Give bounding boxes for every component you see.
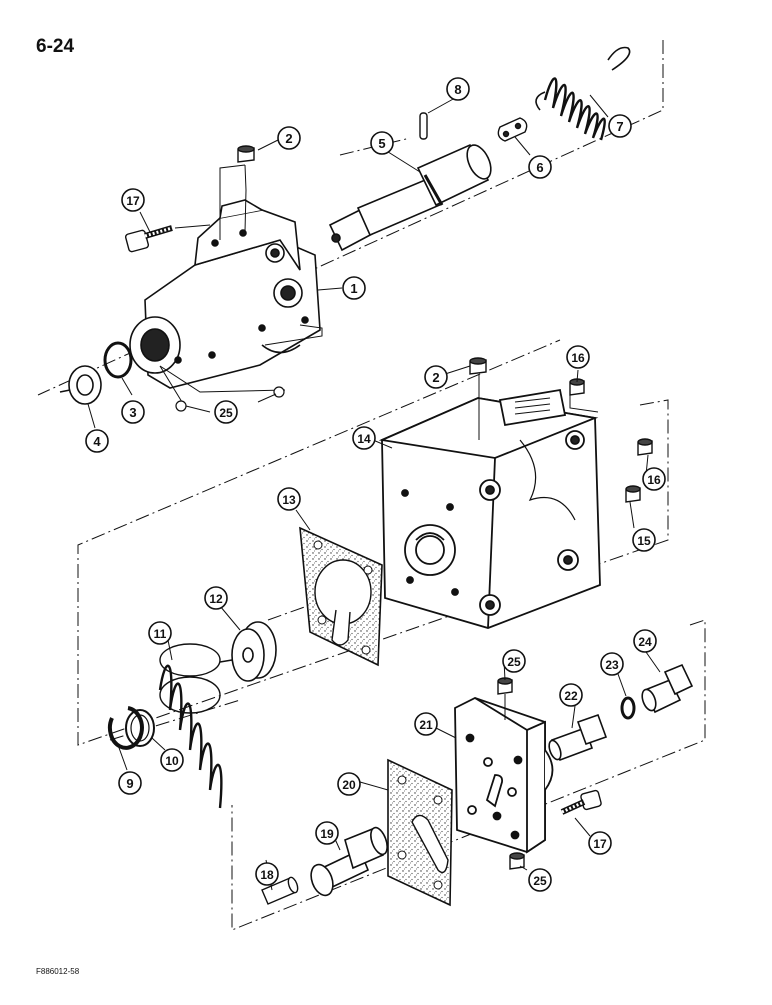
seal-part-4 xyxy=(59,365,102,405)
callout-label: 18 xyxy=(260,868,274,882)
callout-label: 1 xyxy=(350,281,357,296)
plug-part-25-top xyxy=(497,677,513,695)
callout-label: 25 xyxy=(533,874,547,888)
callout-16-side: 16 xyxy=(642,467,666,491)
cap-screw-part-17-top xyxy=(124,225,173,253)
callout-label: 16 xyxy=(647,473,661,487)
gasket-part-20 xyxy=(387,758,453,907)
callout-4: 4 xyxy=(85,429,109,453)
leader-line-plug-16 xyxy=(569,395,599,413)
callout-label: 17 xyxy=(126,194,140,208)
link-part-6 xyxy=(497,117,528,142)
callout-17-bottom: 17 xyxy=(588,831,612,855)
callout-11: 11 xyxy=(148,621,172,645)
axis-line-mid xyxy=(267,604,311,621)
callout-21: 21 xyxy=(414,712,438,736)
assembly-outlines xyxy=(37,40,706,931)
callout-label: 3 xyxy=(129,405,136,420)
callout-16-top: 16 xyxy=(566,345,590,369)
plug-part-2-top xyxy=(237,145,255,163)
callout-label: 12 xyxy=(209,592,223,606)
callout-25-cover-top: 25 xyxy=(502,649,526,673)
callout-label: 9 xyxy=(126,776,133,791)
callout-label: 16 xyxy=(571,351,585,365)
plug-part-2-middle xyxy=(469,357,487,375)
callout-label: 25 xyxy=(219,406,233,420)
plug-part-16-side xyxy=(637,438,653,456)
plug-part-16-top xyxy=(569,378,585,396)
pin-part-8 xyxy=(419,112,428,140)
callout-label: 24 xyxy=(638,635,652,649)
callout-6: 6 xyxy=(528,155,552,179)
cap-screw-part-17-bottom xyxy=(560,789,602,815)
callout-24: 24 xyxy=(633,629,657,653)
page-number: 6-24 xyxy=(36,36,75,57)
callout-label: 23 xyxy=(605,658,619,672)
callout-14: 14 xyxy=(352,426,376,450)
housing-leader-lines xyxy=(159,164,323,403)
callout-label: 8 xyxy=(454,82,461,97)
callout-25-body: 25 xyxy=(214,400,238,424)
callout-label: 22 xyxy=(564,689,578,703)
callout-label: 14 xyxy=(357,432,371,446)
callout-23: 23 xyxy=(600,652,624,676)
callout-label: 13 xyxy=(282,493,296,507)
spring-part-11 xyxy=(158,643,223,809)
bottom-outline xyxy=(231,619,706,931)
callout-label: 20 xyxy=(342,778,356,792)
end-cover-part-21 xyxy=(454,697,554,854)
plug-part-24 xyxy=(641,663,694,714)
callout-label: 2 xyxy=(432,370,439,385)
callout-12: 12 xyxy=(204,586,228,610)
figure-code: F886012-58 xyxy=(36,967,80,976)
callout-25-cover-bottom: 25 xyxy=(528,868,552,892)
callout-label: 19 xyxy=(320,827,334,841)
callout-5: 5 xyxy=(370,131,394,155)
callout-13: 13 xyxy=(277,487,301,511)
callout-2-middle: 2 xyxy=(424,365,448,389)
callout-7: 7 xyxy=(608,114,632,138)
callout-label: 4 xyxy=(93,434,101,449)
callout-8: 8 xyxy=(446,77,470,101)
callout-2-top: 2 xyxy=(277,126,301,150)
callout-label: 7 xyxy=(616,119,623,134)
callout-9: 9 xyxy=(118,771,142,795)
callout-1: 1 xyxy=(342,276,366,300)
o-ring-part-23 xyxy=(620,696,636,720)
valve-housing-part-1 xyxy=(129,199,321,389)
callout-3: 3 xyxy=(121,400,145,424)
callout-19: 19 xyxy=(315,821,339,845)
callout-label: 5 xyxy=(378,136,385,151)
callout-20: 20 xyxy=(337,772,361,796)
callout-label: 10 xyxy=(165,754,179,768)
gasket-part-13 xyxy=(299,526,383,667)
callout-22: 22 xyxy=(559,683,583,707)
callout-label: 2 xyxy=(285,131,292,146)
callout-label: 17 xyxy=(593,837,607,851)
plug-part-25-bottom xyxy=(509,852,525,870)
spring-seat-part-12 xyxy=(219,621,277,682)
snap-ring-part-9 xyxy=(107,706,144,750)
callout-17-top: 17 xyxy=(121,188,145,212)
main-body-part-14 xyxy=(378,388,601,629)
callout-15: 15 xyxy=(632,528,656,552)
callout-18: 18 xyxy=(255,862,279,886)
plug-part-15 xyxy=(625,485,641,503)
pin-part-18 xyxy=(261,876,299,905)
callout-label: 25 xyxy=(507,655,521,669)
callout-label: 11 xyxy=(154,627,167,641)
spool-part-19 xyxy=(310,826,388,897)
callout-label: 6 xyxy=(536,160,543,175)
callout-balloons: 1 2 2 3 4 5 6 7 8 9 10 11 12 13 14 15 16… xyxy=(85,77,666,892)
callout-10: 10 xyxy=(160,748,184,772)
shaft-part-5 xyxy=(328,143,492,252)
o-ring-part-3 xyxy=(103,341,133,379)
callout-label: 21 xyxy=(419,718,433,732)
plunger-part-22 xyxy=(548,713,608,762)
spring-part-7 xyxy=(535,46,631,141)
callout-label: 15 xyxy=(637,534,651,548)
